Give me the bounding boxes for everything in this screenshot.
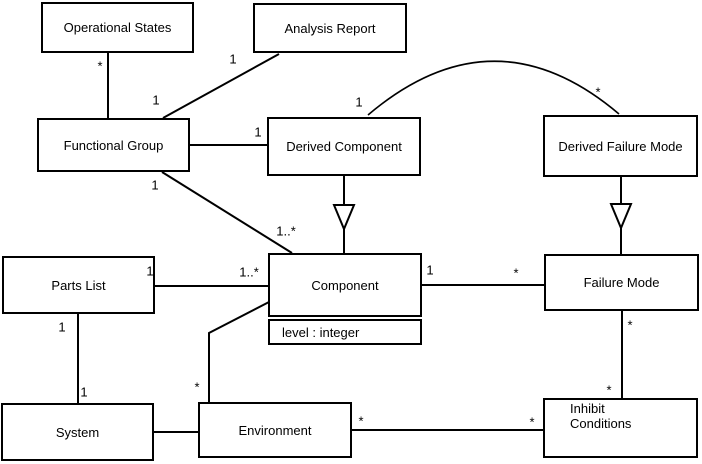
class-box-derived-component: Derived Component bbox=[267, 117, 421, 176]
class-box-environment: Environment bbox=[198, 402, 352, 458]
class-box-parts-list: Parts List bbox=[2, 256, 155, 314]
class-box-inhibit-conditions: Inhibit Conditions bbox=[543, 398, 698, 458]
edge-functional-group--analysis-report bbox=[162, 53, 280, 119]
class-box-derived-failure-mode: Derived Failure Mode bbox=[543, 115, 698, 177]
class-name-label: System bbox=[55, 424, 100, 440]
class-name-label: Analysis Report bbox=[284, 20, 376, 36]
class-name-label: Failure Mode bbox=[583, 275, 660, 290]
multiplicity-label-environment-right-end: * bbox=[358, 413, 364, 429]
multiplicity-label-parts-list-right-end: 1 bbox=[146, 263, 154, 279]
class-name-label: Functional Group bbox=[63, 137, 164, 153]
edge-derived-component--derived-failure-mode bbox=[367, 60, 620, 116]
class-name-label: Parts List bbox=[51, 277, 106, 293]
class-box-functional-group: Functional Group bbox=[37, 118, 190, 172]
multiplicity-label-functional-group-top-end: 1 bbox=[152, 92, 160, 108]
generalization-triangle-icon bbox=[609, 203, 633, 231]
class-name-label: Component bbox=[311, 277, 379, 293]
multiplicity-label-functional-group-bottom-end: 1 bbox=[151, 177, 159, 193]
class-name-label: Derived Component bbox=[286, 139, 402, 154]
multiplicity-label-derived-component-left-end: 1 bbox=[254, 124, 262, 140]
class-box-failure-mode: Failure Mode bbox=[544, 254, 699, 311]
attribute-label: level : integer bbox=[282, 324, 360, 340]
multiplicity-label-operational-states-end: * bbox=[97, 58, 103, 74]
multiplicity-label-failure-mode-bottom-end: * bbox=[627, 317, 633, 333]
generalization-triangle-icon bbox=[332, 204, 356, 232]
class-name-label: Inhibit Conditions bbox=[570, 401, 632, 431]
multiplicity-label-derived-component-arc-end: 1 bbox=[355, 94, 363, 110]
class-box-component: Component bbox=[268, 253, 422, 317]
attribute-compartment-component: level : integer bbox=[268, 319, 422, 345]
multiplicity-label-parts-list-bottom-end: 1 bbox=[58, 319, 66, 335]
class-box-system: System bbox=[1, 403, 154, 461]
multiplicity-label-component-right-end: 1 bbox=[426, 262, 434, 278]
multiplicity-label-inhibit-conditions-left-end: * bbox=[529, 414, 535, 430]
class-name-label: Derived Failure Mode bbox=[558, 138, 683, 154]
class-box-analysis-report: Analysis Report bbox=[253, 3, 407, 53]
multiplicity-label-inhibit-conditions-top-end: * bbox=[606, 382, 612, 398]
multiplicity-label-derived-failure-mode-arc-end: * bbox=[595, 84, 601, 100]
edge-derived-failure-mode--failure-mode-generalization bbox=[609, 177, 633, 254]
class-name-label: Environment bbox=[238, 422, 312, 438]
class-name-label: Operational States bbox=[63, 20, 172, 35]
multiplicity-label-analysis-report-end: 1 bbox=[229, 51, 237, 67]
multiplicity-label-failure-mode-left-end: * bbox=[513, 265, 519, 281]
multiplicity-label-system-top-end: 1 bbox=[80, 384, 88, 400]
edge-derived-component--component-generalization bbox=[332, 176, 356, 253]
multiplicity-label-component-left-end: 1..* bbox=[239, 264, 259, 280]
class-box-operational-states: Operational States bbox=[41, 2, 194, 53]
multiplicity-label-environment-top-end: * bbox=[194, 379, 200, 395]
edge-functional-group--component bbox=[161, 171, 293, 254]
multiplicity-label-component-top-end: 1..* bbox=[276, 223, 296, 239]
edge-component--environment bbox=[208, 301, 270, 402]
